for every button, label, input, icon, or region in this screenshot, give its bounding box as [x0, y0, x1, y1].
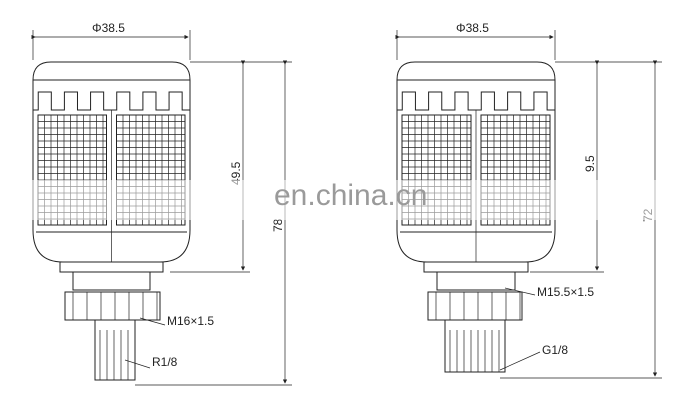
- crenellation: [397, 91, 555, 111]
- neck: [72, 271, 151, 291]
- leader-line: [504, 287, 536, 296]
- leader-line: [124, 359, 151, 369]
- left-pipe-thread-label: R1/8: [152, 355, 178, 369]
- watermark: en.china.cn: [274, 179, 427, 212]
- right-pipe-thread-label: G1/8: [542, 343, 568, 357]
- hex-nut: [64, 291, 161, 321]
- collar: [59, 261, 164, 273]
- leader-line: [139, 317, 166, 326]
- right-diameter-label: Φ38.5: [456, 21, 489, 35]
- stem: [94, 319, 136, 381]
- hex-nut: [427, 291, 523, 321]
- left-total-height-label: 78: [271, 218, 285, 232]
- left-diameter-label: Φ38.5: [92, 21, 125, 35]
- neck: [436, 271, 516, 291]
- watermark-band: [0, 180, 692, 220]
- right-grip-height-label: 9.5: [583, 155, 597, 172]
- knob-body: [396, 61, 556, 263]
- stem: [444, 319, 506, 373]
- crenellation: [33, 91, 190, 111]
- leader-line: [499, 351, 541, 371]
- knob-body: [32, 61, 191, 263]
- collar: [423, 261, 529, 273]
- right-thread-label: M15.5×1.5: [537, 285, 594, 299]
- left-thread-label: M16×1.5: [167, 314, 214, 328]
- left-grip-height-label: 49.5: [229, 161, 243, 185]
- left-fitting: [32, 61, 191, 381]
